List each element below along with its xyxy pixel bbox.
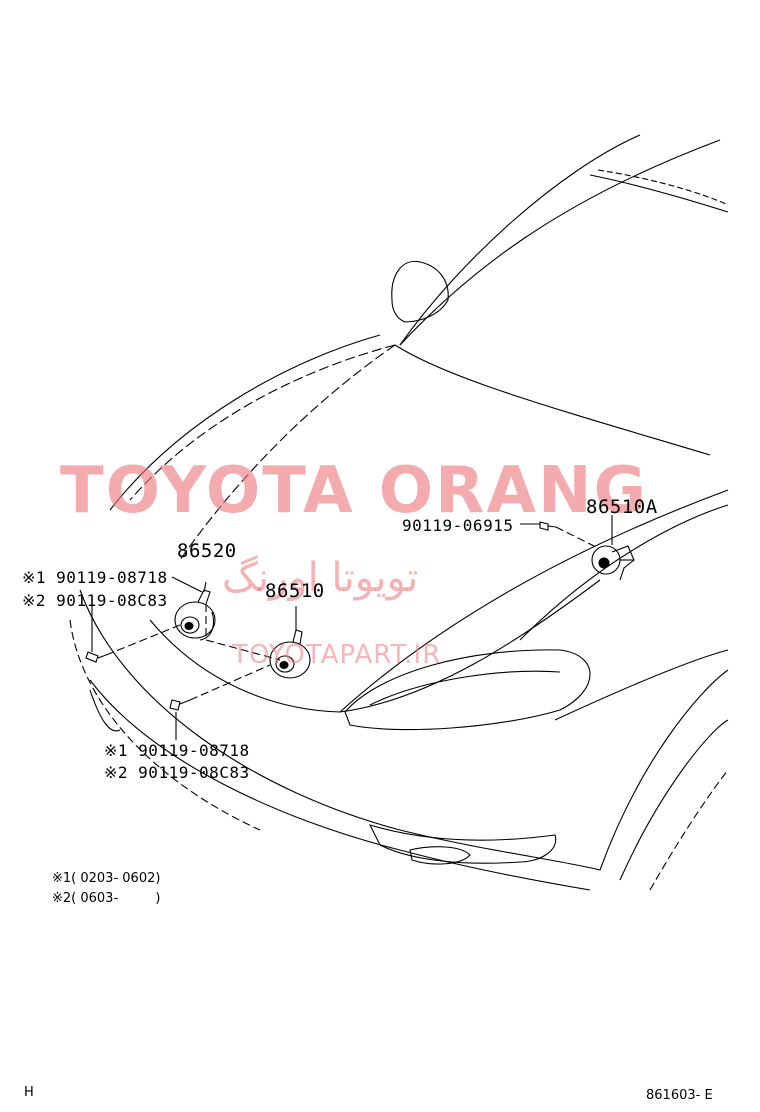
label-86520: 86520: [177, 540, 237, 562]
lower-intake: [89, 689, 121, 732]
leader-86520-down: [205, 604, 281, 661]
note-1: ※1( 0203- 0602): [52, 871, 161, 886]
label-bolt-right: 90119-06915: [402, 516, 514, 535]
roof-line: [589, 174, 729, 213]
watermark-brand-fa: تویوتا اورنگ: [222, 555, 419, 601]
wheel-arch-3: [649, 769, 729, 891]
fog-lamp: [409, 846, 471, 865]
footer-right: 861603- E: [646, 1088, 713, 1103]
grille-slot: [368, 824, 557, 864]
watermark-brand: TOYOTA ORANG: [60, 454, 649, 528]
leader-bolt-right: [555, 526, 599, 549]
hood-line-left-2: [109, 334, 381, 511]
bolt-right: [539, 521, 557, 531]
label-bolt-mid-2: ※2 90119-08C83: [104, 763, 250, 782]
roof-line-2: [597, 169, 729, 206]
note-2: ※2( 0603- ): [52, 891, 161, 906]
bolt-left: [85, 651, 107, 663]
label-86510: 86510: [265, 580, 325, 602]
horn-86510: [269, 629, 311, 679]
bumper-lower: [89, 679, 591, 891]
leader-left-label: [171, 576, 203, 593]
leader-bolt-left: [105, 624, 181, 656]
wheel-arch-2: [619, 719, 729, 881]
wheel-arch: [599, 669, 729, 871]
fender-line: [339, 489, 729, 713]
bolt-mid: [169, 699, 191, 711]
headlight: [344, 649, 591, 731]
hood-line-left: [129, 344, 396, 501]
leader-bolt-mid: [189, 664, 271, 701]
bumper-edge: [69, 619, 261, 831]
a-pillar: [399, 134, 641, 346]
side-mirror: [391, 260, 449, 323]
headlight-inner: [369, 670, 561, 706]
label-bolt-left-2: ※2 90119-08C83: [22, 591, 168, 610]
hood-center: [394, 344, 711, 456]
fender-crease: [554, 649, 729, 721]
label-bolt-mid-1: ※1 90119-08718: [104, 741, 250, 760]
horn-86510A: [591, 545, 635, 581]
hood-front: [179, 344, 396, 561]
leader-86520: [203, 581, 207, 593]
windshield-line: [399, 139, 721, 346]
watermark-site: TOYOTAPART.IR: [232, 640, 442, 670]
hood-front-edge: [149, 579, 601, 713]
horn-86520: [174, 589, 216, 641]
bumper-top: [79, 589, 601, 871]
cowl-line: [519, 504, 729, 641]
label-bolt-left-1: ※1 90119-08718: [22, 568, 168, 587]
footer-left: H: [24, 1085, 34, 1100]
label-86510A: 86510A: [586, 496, 658, 518]
